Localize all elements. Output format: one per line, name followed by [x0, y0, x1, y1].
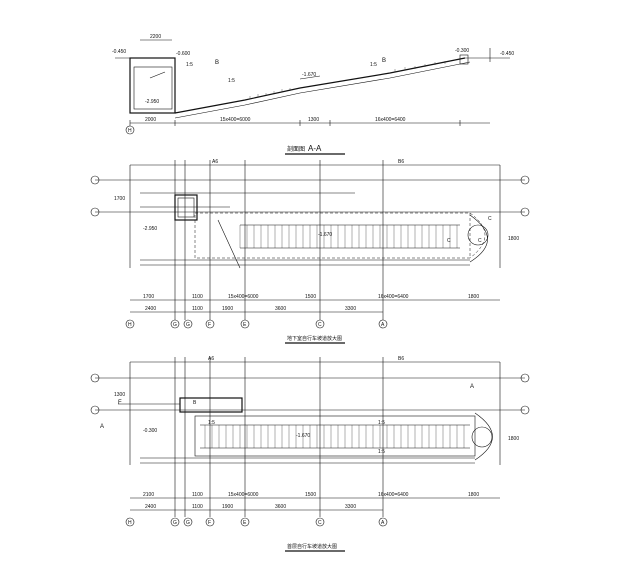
p1-axis-4: F: [208, 322, 211, 328]
p2-dim2-5: 3300: [345, 504, 356, 510]
slope-1: 1:5: [228, 78, 235, 84]
level-left-top: -0.450: [112, 49, 126, 55]
sec-dim-4: 16x400=6400: [375, 117, 406, 123]
p2-level-left: -0.300: [143, 428, 157, 434]
p1-dim2-3: 1900: [222, 306, 233, 312]
p2-slope-1: 1:5: [208, 420, 215, 426]
level-right-mid: -0.300: [455, 48, 469, 54]
p1-dim-4: 1500: [305, 294, 316, 300]
p2-axis-4: F: [208, 520, 211, 526]
plan-ground: A6 B6 1300 1800 F B A A -0.300 -1.670 1:…: [90, 356, 530, 552]
p1-dim2-1: 2400: [145, 306, 156, 312]
plan2-title: 首层自行车坡道放大图: [287, 543, 337, 550]
p2-dim2-1: 2400: [145, 504, 156, 510]
p1-level-left: -2.950: [143, 226, 157, 232]
p2-side-dim-l: 1300: [114, 392, 125, 398]
level-left-box: -0.600: [176, 51, 190, 57]
p2-level-mid: -1.670: [296, 433, 310, 439]
ramp-line: [174, 57, 466, 114]
p1-sub-label-1: C: [447, 238, 451, 244]
p2-dim-3: 15x400=6000: [228, 492, 259, 498]
top-dim: 2200: [150, 34, 161, 40]
p2-dim2-4: 3600: [275, 504, 286, 510]
axis-bubble-h: [125, 125, 135, 135]
plan1-title: 地下室自行车坡道放大图: [287, 335, 342, 342]
p2-axis-7: A: [381, 520, 385, 526]
p2-dim-4: 1500: [305, 492, 316, 498]
p1-dim-5: 16x400=6400: [378, 294, 409, 300]
p2-axis-3: G: [186, 520, 190, 526]
p1-axis-3: G: [186, 322, 190, 328]
slope-2: 1:5: [370, 62, 377, 68]
pit-box: [129, 57, 176, 114]
p1-seg-a: A6: [212, 159, 218, 165]
slope-3: 1:5: [186, 62, 193, 68]
p1-dim2-2: 1100: [192, 306, 203, 312]
p2-axis-6: C: [318, 520, 322, 526]
p1-dim-6: 1800: [468, 294, 479, 300]
p1-seg-b: B6: [398, 159, 404, 165]
section-title: 剖面图: [287, 145, 305, 153]
axis-label-h: H: [128, 128, 132, 134]
p2-slope-3: 1:5: [378, 449, 385, 455]
p1-dim-3: 15x400=6000: [228, 294, 259, 300]
p2-axis-1: H: [128, 520, 132, 526]
p1-sub-label-2: C: [478, 238, 482, 244]
p2-dim2-2: 1100: [192, 504, 203, 510]
p1-axis-7: A: [381, 322, 385, 328]
p2-axis-2: G: [173, 520, 177, 526]
p1-side-dim-l: 1700: [114, 196, 125, 202]
p2-seg-a: A6: [208, 356, 214, 362]
section-title-suffix: A-A: [308, 144, 322, 153]
p1-sub-label-3: C: [488, 216, 492, 222]
p2-mark-a-right: A: [470, 384, 474, 390]
p1-dim-1: 1700: [143, 294, 154, 300]
p2-dim-1: 2100: [143, 492, 154, 498]
p2-dim2-3: 1900: [222, 504, 233, 510]
p2-dim-5: 16x400=6400: [378, 492, 409, 498]
level-mid: -1.670: [302, 72, 316, 78]
level-bottom: -2.950: [145, 99, 159, 105]
p1-ramp-treads: [239, 225, 458, 248]
p1-axis-1: H: [128, 322, 132, 328]
p2-ramp-outline: [194, 415, 476, 457]
p2-axis-5: E: [243, 520, 247, 526]
p2-slope-2: 1:5: [378, 420, 385, 426]
p2-mark-f: F: [118, 400, 122, 406]
room-mark-2: B: [382, 58, 386, 64]
sec-dim-1: 2000: [145, 117, 156, 123]
p2-dim-6: 1800: [468, 492, 479, 498]
p1-level-mid: -1.670: [318, 232, 332, 238]
p1-axis-6: C: [318, 322, 322, 328]
p2-ramp-treads: [204, 425, 465, 448]
p2-mark-a-left: A: [100, 424, 104, 430]
plan-basement: A6 B6 1700 1800 -2.950 -1.670 C: [90, 159, 530, 344]
p1-axis-5: E: [243, 322, 247, 328]
p2-side-dim-r: 1800: [508, 436, 519, 442]
sec-dim-2: 15x400=6000: [220, 117, 251, 123]
p1-axis-2: G: [173, 322, 177, 328]
room-mark-1: B: [215, 60, 219, 66]
p2-seg-b: B6: [398, 356, 404, 362]
p1-ramp-outline: [194, 212, 471, 259]
level-right-end: -0.450: [500, 51, 514, 57]
section-aa: 2200 -0.450 -0.600 -0.300 -0.450 -1.670 …: [112, 34, 514, 155]
p2-mark-b: B: [193, 400, 197, 406]
p1-dim-2: 1100: [192, 294, 203, 300]
p1-dim2-5: 3300: [345, 306, 356, 312]
p1-dim2-4: 3600: [275, 306, 286, 312]
p2-dim-2: 1100: [192, 492, 203, 498]
sec-dim-3: 1300: [308, 117, 319, 123]
p1-side-dim-r: 1800: [508, 236, 519, 242]
